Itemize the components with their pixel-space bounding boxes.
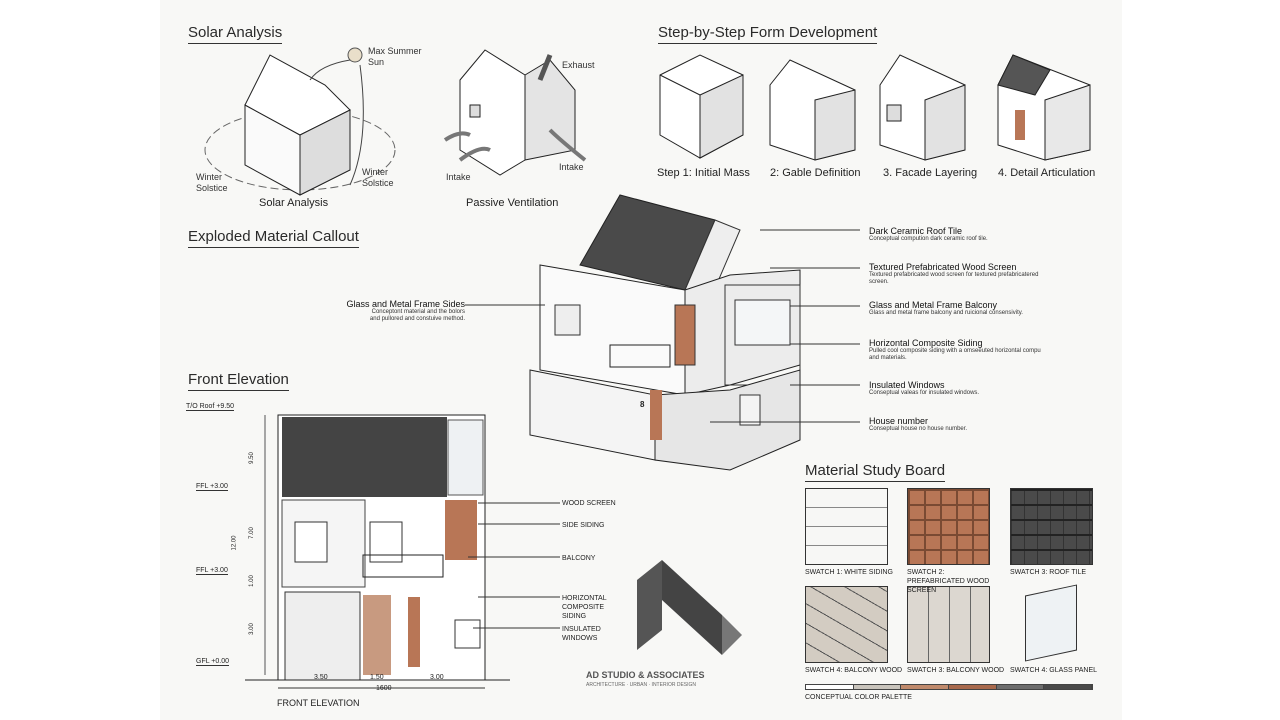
palette-color-chip	[806, 685, 854, 689]
intake-left-label: Intake	[446, 172, 471, 182]
exhaust-label: Exhaust	[562, 60, 595, 70]
level-ffl-lower: FFL +3.00	[196, 567, 228, 575]
elevation-tag-leaders	[468, 502, 560, 629]
level-gfl: GFL +0.00	[196, 658, 230, 666]
swatch-label: SWATCH 2: PREFABRICATED WOOD SCREEN	[907, 569, 990, 594]
step-3-label: 3. Facade Layering	[883, 167, 978, 179]
tag-balcony: BALCONY	[562, 555, 596, 562]
step-1-label: Step 1: Initial Mass	[657, 167, 750, 179]
swatch-label: SWATCH 1: WHITE SIDING	[805, 569, 893, 576]
swatch-label: SWATCH 3: BALCONY WOOD	[907, 667, 1005, 674]
vdim-upper: 7.00	[248, 527, 255, 539]
callout-left-0: Glass and Metal Frame Sides Conceptont m…	[340, 299, 465, 323]
callout-title: Glass and Metal Frame Sides	[346, 299, 465, 309]
callout-desc: Glass and metal frame balcony and ruicio…	[869, 310, 1023, 316]
palette-color-chip	[853, 685, 902, 689]
solar-caption: Solar Analysis	[259, 197, 329, 209]
intake-right-label: Intake	[559, 162, 584, 172]
step-4-label: 4. Detail Articulation	[998, 167, 1096, 179]
tag-wood-screen: WOOD SCREEN	[562, 500, 616, 507]
swatch-balcony-wood-diagonal	[805, 586, 888, 663]
level-ffl-upper: FFL +3.00	[196, 483, 228, 491]
callout-desc: Pulled cool composite siding with a omse…	[869, 348, 1041, 361]
section-title-elevation: Front Elevation	[188, 371, 289, 391]
level-roof: T/O Roof +9.50	[186, 403, 235, 411]
callout-title: Insulated Windows	[869, 380, 945, 390]
callout-desc: Conseptual valeas for insulated windows.	[869, 390, 980, 396]
palette-color-chip	[1044, 685, 1093, 689]
swatch-label: SWATCH 3: ROOF TILE	[1010, 569, 1087, 576]
palette-label: CONCEPTUAL COLOR PALETTE	[805, 694, 912, 701]
exploded-house-axonometric	[529, 194, 801, 471]
swatch-wood-screen	[907, 488, 990, 565]
step-1-mass	[659, 54, 744, 159]
callout-title: Glass and Metal Frame Balcony	[869, 300, 998, 310]
front-elevation-drawing	[245, 414, 510, 689]
vdim-slab: 1.00	[248, 575, 255, 587]
swatch-glass-panel	[1025, 584, 1077, 662]
house-number: 8	[640, 400, 645, 409]
form-steps-diagram	[659, 54, 1091, 161]
callout-title: House number	[869, 416, 929, 426]
palette-color-chip	[949, 685, 997, 689]
step-3-facade	[879, 54, 966, 161]
section-title-solar: Solar Analysis	[188, 24, 283, 44]
studio-logo-mark	[637, 560, 742, 655]
tag-horizontal-siding: HORIZONTAL COMPOSITE SIDING	[562, 595, 607, 620]
swatch-white-siding	[805, 488, 888, 565]
callout-desc: Conceptual compution dark ceramic roof t…	[869, 236, 988, 242]
studio-tagline: ARCHITECTURE · URBAN · INTERIOR DESIGN	[586, 682, 697, 688]
section-title-materials: Material Study Board	[805, 462, 946, 482]
callout-leader	[465, 304, 545, 306]
hdim-2: 1.50	[370, 674, 384, 681]
swatch-roof-tile	[1010, 488, 1093, 565]
ventilation-caption: Passive Ventilation	[466, 197, 559, 209]
hdim-1: 3.50	[314, 674, 328, 681]
solar-diagram	[204, 47, 396, 196]
swatch-label: SWATCH 4: BALCONY WOOD	[805, 667, 903, 674]
swatch-label: SWATCH 4: GLASS PANEL	[1010, 667, 1098, 674]
vdim-roof: 9.50	[248, 452, 255, 464]
callout-desc: Textured prefabricated wood screen for t…	[869, 272, 1039, 285]
callout-leaders-right	[710, 229, 860, 423]
callout-desc: Conceptont material and the bolors and p…	[369, 309, 465, 322]
sun-label: Max Summer Sun	[368, 46, 422, 67]
palette-color-chip	[996, 685, 1045, 689]
hdim-3: 3.00	[430, 674, 444, 681]
callout-title: Dark Ceramic Roof Tile	[869, 226, 963, 236]
swatch-balcony-wood-vertical	[907, 586, 990, 663]
elevation-caption: FRONT ELEVATION	[277, 698, 360, 708]
section-title-form: Step-by-Step Form Development	[658, 24, 878, 44]
winter-solstice-right: Winter Solstice	[362, 167, 394, 188]
hdim-total: 1600	[376, 685, 392, 692]
step-2-gable	[769, 59, 856, 161]
vdim-total: 12.00	[231, 535, 238, 551]
tag-insulated-windows: INSULATED WINDOWS	[562, 626, 601, 642]
winter-solstice-left: Winter Solstice	[196, 172, 228, 193]
step-2-label: 2: Gable Definition	[770, 167, 861, 179]
tag-side-siding: SIDE SIDING	[562, 522, 605, 529]
palette-color-chip	[901, 685, 950, 689]
callout-title: Textured Prefabricated Wood Screen	[869, 262, 1017, 272]
callout-desc: Conseptual house no house number.	[869, 426, 968, 432]
color-palette-strip	[805, 684, 1093, 690]
callout-title: Horizontal Composite Siding	[869, 338, 983, 348]
section-title-exploded: Exploded Material Callout	[188, 228, 359, 248]
studio-name: AD STUDIO & ASSOCIATES	[586, 670, 705, 680]
step-4-detail	[997, 54, 1091, 161]
vdim-ground: 3.00	[248, 623, 255, 635]
ventilation-diagram	[443, 49, 587, 176]
